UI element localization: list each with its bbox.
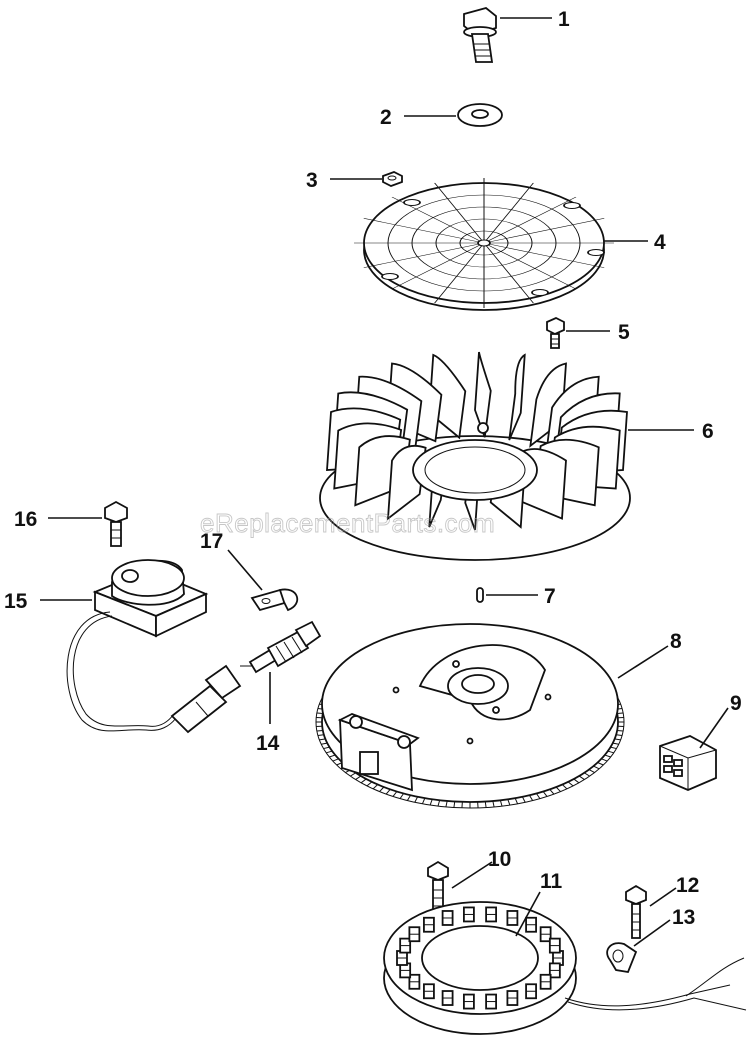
callout-1: 1 bbox=[558, 8, 570, 31]
part-2-washer[interactable] bbox=[457, 103, 503, 127]
callout-14: 14 bbox=[256, 732, 280, 755]
part-16-bolt[interactable] bbox=[104, 500, 128, 547]
watermark-text: eReplacementParts.com bbox=[200, 508, 495, 538]
part-12-bolt[interactable] bbox=[625, 884, 647, 939]
fan-blade-edge bbox=[354, 447, 360, 506]
fan-blade-edge bbox=[333, 430, 339, 489]
callout-labels: 1 2 3 4 5 6 7 8 9 10 11 12 13 14 15 16 1… bbox=[4, 8, 742, 929]
callout-17: 17 bbox=[200, 530, 223, 553]
fan-blade-edge bbox=[387, 460, 393, 519]
callout-4: 4 bbox=[654, 231, 666, 254]
part-4-grass-screen[interactable] bbox=[344, 173, 624, 313]
gear-tooth bbox=[507, 799, 511, 806]
gear-tooth bbox=[437, 800, 441, 807]
part-10-bolt[interactable] bbox=[427, 860, 449, 913]
leader-lines bbox=[40, 17, 729, 947]
callout-7: 7 bbox=[544, 585, 556, 608]
callout-10: 10 bbox=[488, 848, 511, 871]
callout-12: 12 bbox=[676, 874, 699, 897]
callout-16: 16 bbox=[14, 508, 37, 531]
part-15-ignition-module[interactable] bbox=[66, 559, 242, 734]
gear-tooth bbox=[484, 801, 487, 808]
callout-11: 11 bbox=[540, 870, 563, 893]
callout-2: 2 bbox=[380, 106, 392, 129]
fan-blade-edge bbox=[474, 351, 480, 411]
fan-blade-edge bbox=[622, 411, 628, 471]
fan-blade-edge bbox=[520, 354, 526, 413]
callout-3: 3 bbox=[306, 169, 318, 192]
callout-9: 9 bbox=[730, 692, 742, 715]
gear-tooth bbox=[453, 801, 456, 808]
part-14-plug[interactable] bbox=[240, 620, 322, 674]
part-5-bolt[interactable] bbox=[546, 317, 565, 349]
gear-tooth bbox=[429, 799, 433, 806]
part-11-stator[interactable] bbox=[383, 901, 747, 1035]
callout-8: 8 bbox=[670, 630, 682, 653]
gear-tooth bbox=[492, 800, 495, 808]
part-8-flywheel[interactable] bbox=[315, 623, 625, 809]
callout-5: 5 bbox=[618, 321, 630, 344]
fan-blade-edge bbox=[326, 411, 332, 471]
fan-blade-edge bbox=[561, 460, 567, 519]
gear-tooth bbox=[445, 800, 448, 808]
part-1-bolt[interactable] bbox=[463, 7, 497, 63]
part-7-key[interactable] bbox=[476, 587, 484, 603]
part-6-blower-fan[interactable] bbox=[319, 351, 631, 561]
callout-6: 6 bbox=[702, 420, 714, 443]
gear-tooth bbox=[499, 800, 503, 807]
part-17-terminal[interactable] bbox=[250, 588, 299, 612]
callout-15: 15 bbox=[4, 590, 28, 613]
fan-blade-edge bbox=[615, 430, 621, 489]
fan-blade-edge bbox=[594, 447, 600, 506]
part-3-nut[interactable] bbox=[382, 171, 403, 187]
callout-13: 13 bbox=[672, 906, 695, 929]
part-9-connector[interactable] bbox=[659, 735, 717, 791]
fan-blade bbox=[508, 353, 526, 441]
part-13-clip[interactable] bbox=[606, 942, 638, 974]
